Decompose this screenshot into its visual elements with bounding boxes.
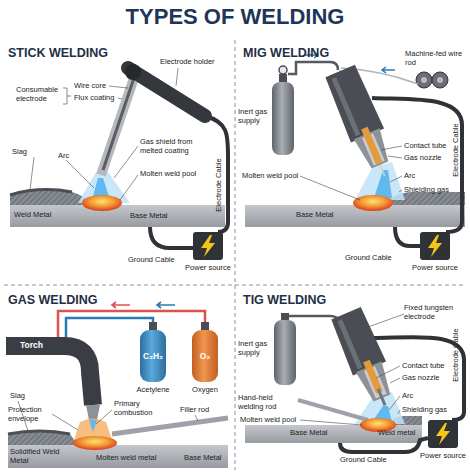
- part-label: Shielding gas: [404, 186, 449, 195]
- mig-welding-illustration: [245, 52, 465, 246]
- part-label: Slag: [12, 148, 27, 157]
- part-label: Base Metal: [290, 429, 328, 438]
- part-label: Contact tube: [404, 142, 447, 151]
- power-source-box: Power source: [193, 232, 223, 260]
- part-label: Primary combustion: [114, 400, 162, 417]
- power-label: Power source: [185, 263, 231, 272]
- panel-heading: GAS WELDING: [8, 293, 98, 307]
- welding-panel: STICK WELDING Power source: [0, 38, 235, 285]
- part-label: Flux coating: [74, 94, 114, 103]
- part-label: Fixed tungsten electrode: [404, 304, 466, 321]
- part-label: Acetylene: [137, 386, 170, 395]
- lightning-icon: [428, 420, 458, 448]
- part-label: Molten weld pool: [140, 170, 204, 179]
- part-label: Gas nozzle: [402, 374, 440, 383]
- part-label: Inert gas supply: [238, 340, 270, 357]
- part-label: Gas shield from melted coating: [140, 138, 202, 155]
- part-label: Electrode Cable: [452, 123, 461, 176]
- part-label: Molten weld pool: [242, 172, 306, 181]
- part-label: Ground Cable: [340, 456, 387, 465]
- part-label: Ground Cable: [128, 256, 175, 265]
- part-label: Arc: [58, 152, 69, 161]
- part-marking: Torch: [20, 341, 43, 351]
- stick-welding-illustration: [10, 64, 228, 248]
- part-label: Electrode Cable: [215, 158, 224, 211]
- part-label: Base Metal: [130, 212, 168, 221]
- part-label: Molten weld pool: [240, 416, 302, 425]
- part-label: Arc: [402, 392, 413, 401]
- lightning-icon: [420, 232, 450, 260]
- part-label: Base Metal: [184, 454, 222, 463]
- power-source-box: Power source: [420, 232, 450, 260]
- part-marking: O₂: [200, 352, 210, 362]
- title: TYPES OF WELDING: [0, 4, 470, 30]
- part-label: Oxygen: [192, 386, 218, 395]
- part-label: Contact tube: [402, 362, 445, 371]
- part-label: Electrode Cable: [452, 328, 461, 381]
- part-label: Shielding gas: [402, 406, 447, 415]
- part-label: Arc: [404, 172, 415, 181]
- part-label: Slag: [10, 392, 25, 401]
- part-label: Solidified Weld Metal: [10, 448, 62, 465]
- part-label: Gas nozzle: [404, 154, 442, 163]
- panel-dividers: [4, 40, 466, 470]
- part-label: Inert gas supply: [238, 108, 270, 125]
- welding-panel: GAS WELDING: [0, 285, 235, 473]
- panel-heading: STICK WELDING: [8, 46, 108, 60]
- part-label: Machine-fed wire rod: [405, 50, 467, 67]
- lightning-icon: [193, 232, 223, 260]
- panel-heading: TIG WELDING: [243, 293, 326, 307]
- part-label: Consumable electrode: [16, 86, 62, 103]
- power-label: Power source: [420, 451, 466, 460]
- panel-heading: MIG WELDING: [243, 46, 329, 60]
- part-label: Ground Cable: [345, 254, 392, 263]
- power-label: Power source: [412, 263, 458, 272]
- part-label: Molten weld metal: [96, 454, 156, 463]
- part-label: Filler rod: [180, 406, 209, 415]
- tig-welding-illustration: [245, 306, 464, 452]
- part-label: Protection envelope: [8, 406, 58, 423]
- part-label: Weld Metal: [14, 211, 51, 220]
- part-marking: C₂H₂: [143, 352, 163, 362]
- part-label: Hand-held welding rod: [238, 394, 293, 411]
- part-label: Wire core: [74, 82, 106, 91]
- gas-welding-illustration: [6, 302, 228, 468]
- part-label: Base Metal: [296, 211, 334, 220]
- part-label: Electrode holder: [160, 58, 215, 67]
- power-source-box: Power source: [428, 420, 458, 448]
- part-label: Weld metal: [378, 429, 415, 438]
